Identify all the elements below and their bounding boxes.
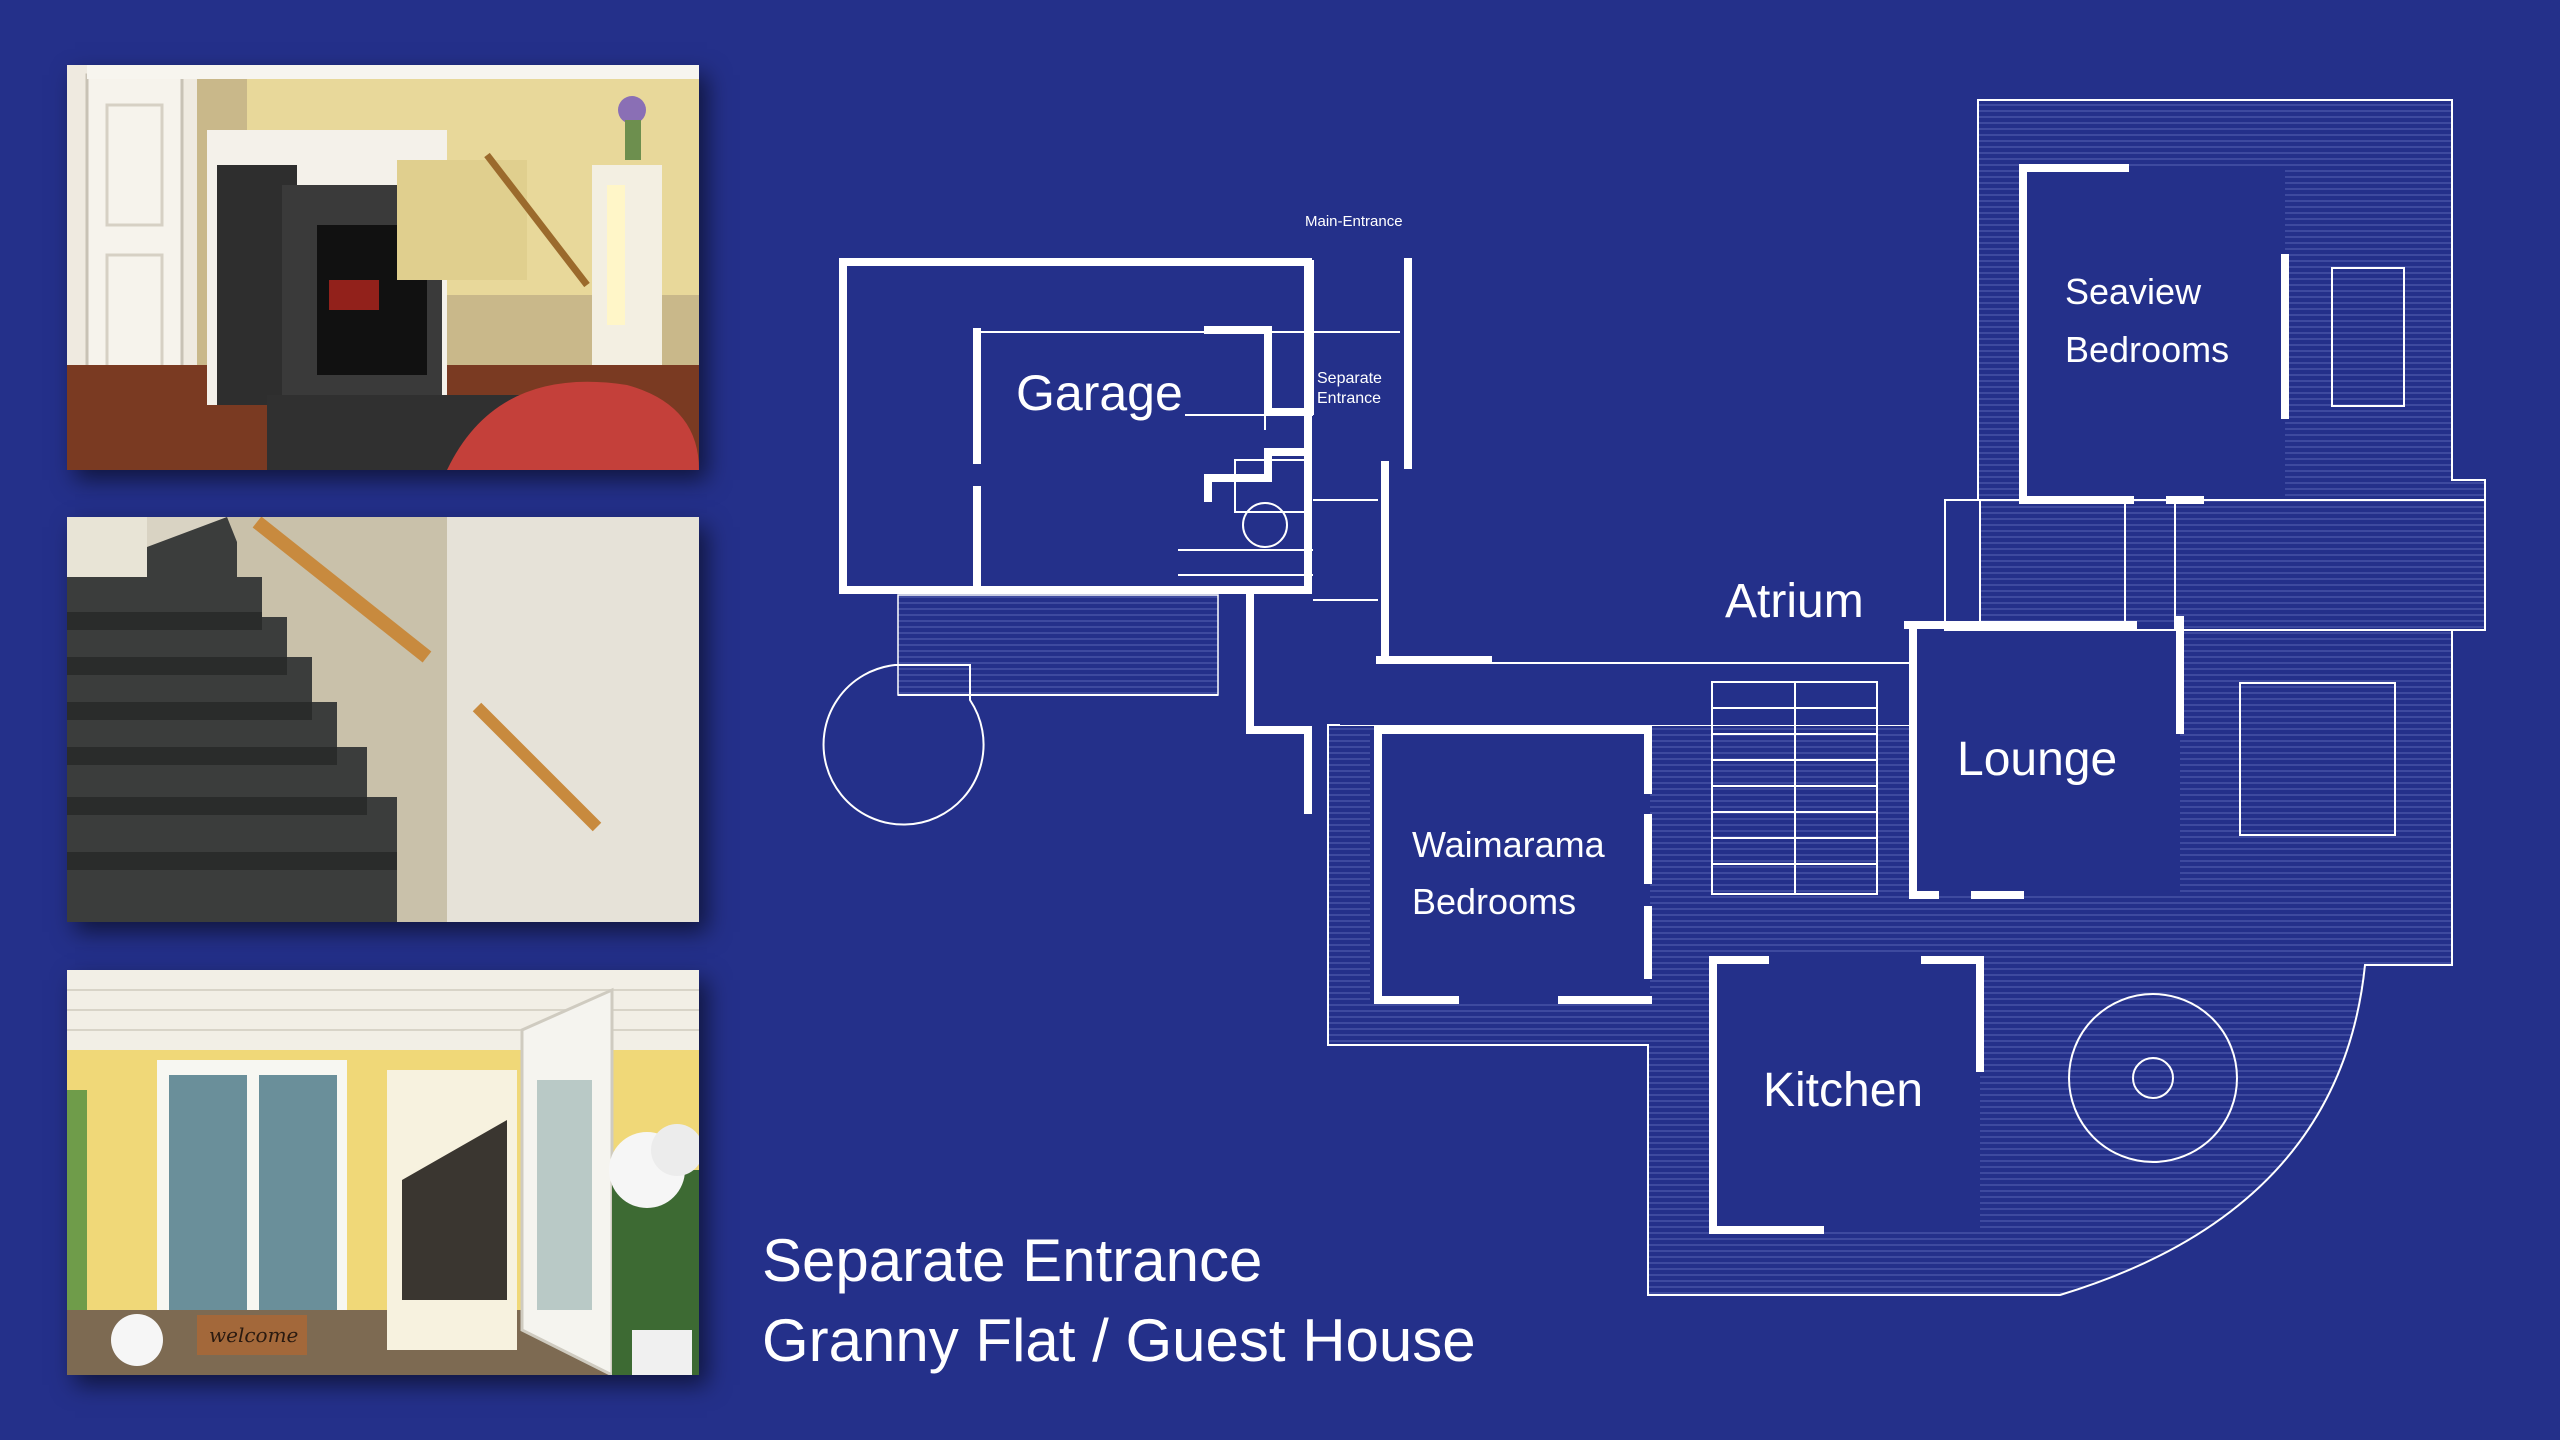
main-entrance-label: Main-Entrance [1305,213,1403,230]
entrance-photo: welcome [67,970,699,1375]
welcome-mat-text: welcome [209,1323,298,1347]
caption-line-1: Separate Entrance [762,1227,1263,1294]
seaview-bedrooms-label-2: Bedrooms [2065,329,2229,370]
atrium-label: Atrium [1725,575,1864,628]
kitchen-label: Kitchen [1763,1064,1923,1117]
fireplace-photo [67,65,699,470]
waimarama-bedrooms-label-2: Bedrooms [1412,881,1576,922]
seaview-bedrooms-label-1: Seaview [2065,271,2202,312]
separate-entrance-label-2: Entrance [1317,390,1381,407]
separate-entrance-label-1: Separate [1317,370,1382,387]
staircase-photo [67,517,699,922]
atrium-stairs [1711,681,1878,895]
waimarama-bedrooms-label-1: Waimarama [1412,824,1606,865]
garage-label: Garage [1016,365,1183,421]
caption-line-2: Granny Flat / Guest House [762,1307,1476,1374]
lounge-label: Lounge [1957,733,2117,786]
